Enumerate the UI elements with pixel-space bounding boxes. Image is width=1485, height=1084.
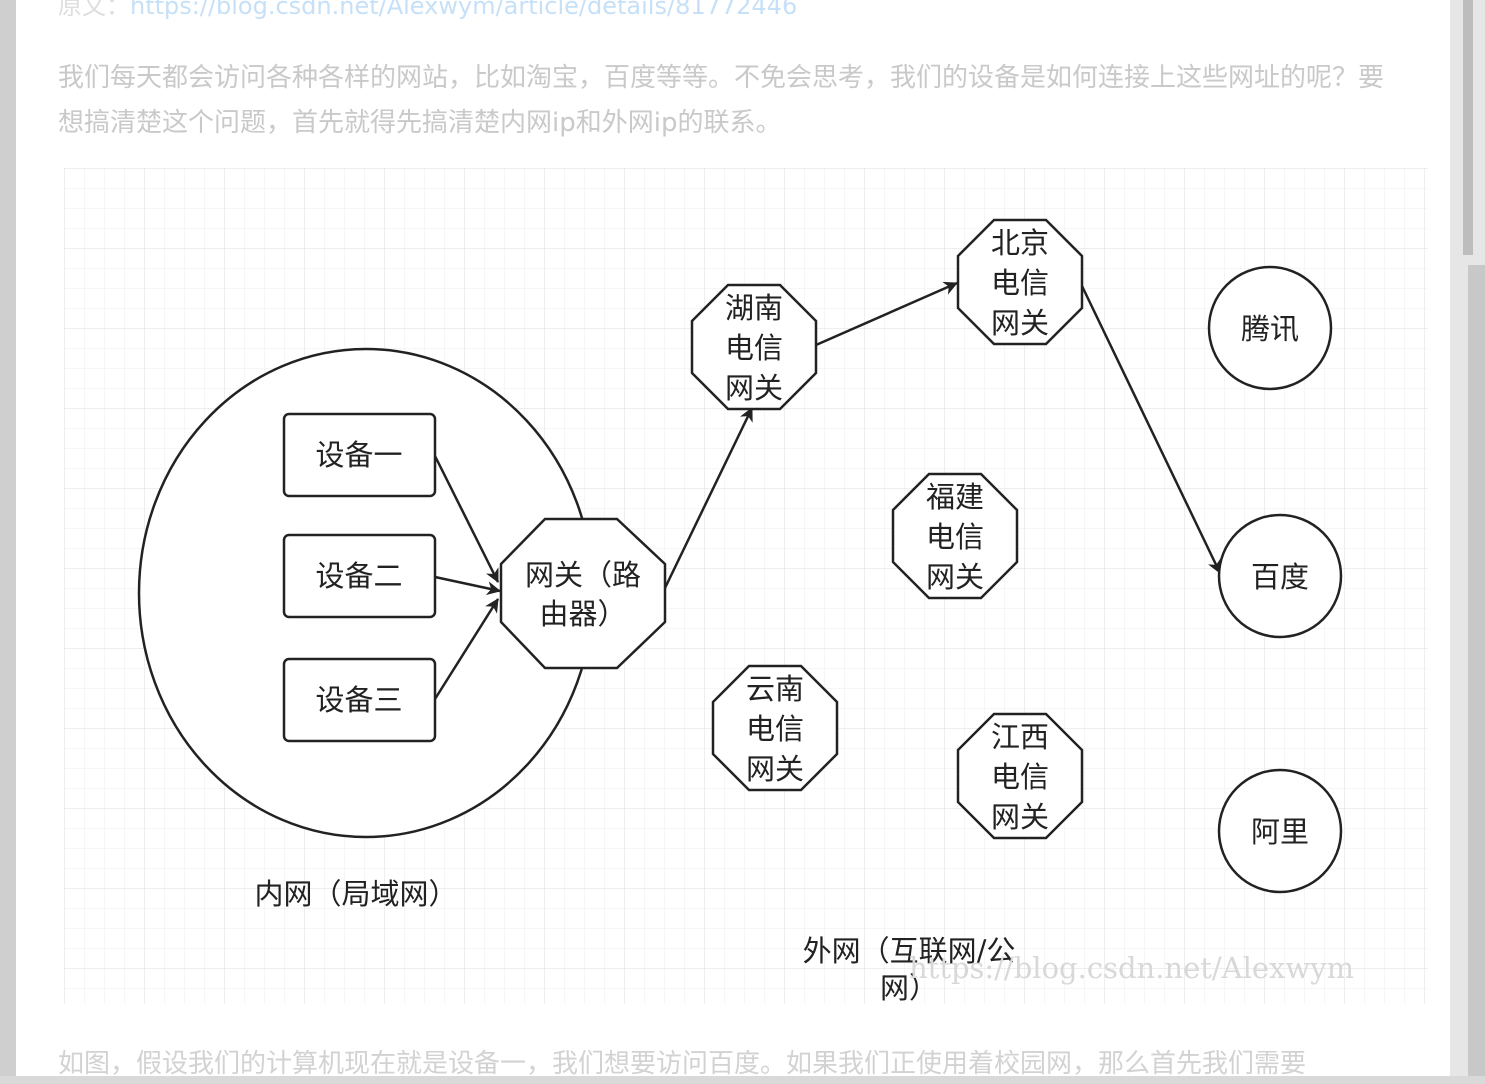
- watermark-text: https://blog.csdn.net/Alexwym: [909, 951, 1354, 985]
- arrow-beijing-baidu: [1080, 285, 1222, 574]
- fujian-label-2: 电信: [926, 520, 984, 554]
- yunnan-label-1: 云南: [746, 672, 804, 706]
- yunnan-gateway: 云南 电信 网关: [711, 664, 839, 792]
- device-three-label: 设备三: [315, 683, 402, 717]
- source-prefix: 原文：: [58, 0, 130, 20]
- yunnan-label-3: 网关: [746, 752, 804, 786]
- scrollbar-track[interactable]: [1463, 0, 1473, 255]
- baidu-site: 百度: [1217, 513, 1343, 639]
- jiangxi-label-2: 电信: [991, 760, 1049, 794]
- device-one-label: 设备一: [315, 438, 402, 472]
- jiangxi-label-1: 江西: [991, 720, 1049, 754]
- router-label-line2: 由器）: [539, 597, 626, 631]
- intro-paragraph: 我们每天都会访问各种各样的网站，比如淘宝，百度等等。不免会思考，我们的设备是如何…: [58, 63, 1385, 138]
- tencent-site: 腾讯: [1207, 265, 1333, 391]
- jiangxi-label-3: 网关: [991, 800, 1049, 834]
- beijing-label-1: 北京: [991, 226, 1049, 260]
- arrow-hunan-beijing: [815, 281, 958, 347]
- beijing-label-3: 网关: [991, 306, 1049, 340]
- lan-label: 内网（局域网）: [254, 877, 457, 911]
- arrow-device-one-router: [433, 455, 500, 583]
- tencent-label: 腾讯: [1241, 312, 1299, 346]
- network-diagram: 设备一 设备二 设备三 网关（路 由器） 湖南 电信 网关: [64, 168, 1428, 1004]
- jiangxi-gateway: 江西 电信 网关: [956, 712, 1084, 840]
- followup-paragraph: 如图，假设我们的计算机现在就是设备一，我们想要访问百度。如果我们正使用着校园网，…: [58, 1049, 1307, 1079]
- hunan-label-2: 电信: [725, 331, 783, 365]
- fujian-label-1: 福建: [926, 480, 984, 514]
- hunan-gateway: 湖南 电信 网关: [690, 283, 818, 411]
- left-page-edge: [0, 0, 16, 1076]
- source-link[interactable]: https://blog.csdn.net/Alexwym/article/de…: [130, 0, 798, 20]
- beijing-gateway: 北京 电信 网关: [956, 218, 1084, 346]
- arrow-device-three-router: [433, 598, 500, 700]
- device-three: 设备三: [282, 657, 437, 743]
- alibaba-label: 阿里: [1251, 815, 1309, 849]
- wan-label-line1: 外网（互联网/公: [803, 934, 1016, 968]
- article-body: 原文：https://blog.csdn.net/Alexwym/article…: [16, 0, 1450, 1079]
- hunan-label-3: 网关: [725, 371, 783, 405]
- router-gateway: 网关（路 由器）: [499, 517, 667, 670]
- alibaba-site: 阿里: [1217, 768, 1343, 894]
- side-panel: [1468, 265, 1485, 1076]
- arrow-device-two-router: [434, 575, 501, 596]
- wan-label-line2: 网）: [880, 971, 938, 1004]
- beijing-label-2: 电信: [991, 266, 1049, 300]
- source-line: 原文：https://blog.csdn.net/Alexwym/article…: [58, 0, 797, 21]
- arrow-router-hunan: [663, 407, 754, 589]
- right-scrollbar-area: [1450, 0, 1485, 1076]
- router-label-line1: 网关（路: [525, 558, 641, 592]
- fujian-label-3: 网关: [926, 560, 984, 594]
- device-two: 设备二: [282, 533, 437, 619]
- device-two-label: 设备二: [315, 559, 402, 593]
- baidu-label: 百度: [1251, 560, 1309, 594]
- device-one: 设备一: [282, 412, 437, 498]
- fujian-gateway: 福建 电信 网关: [891, 472, 1019, 600]
- yunnan-label-2: 电信: [746, 712, 804, 746]
- hunan-label-1: 湖南: [725, 291, 783, 325]
